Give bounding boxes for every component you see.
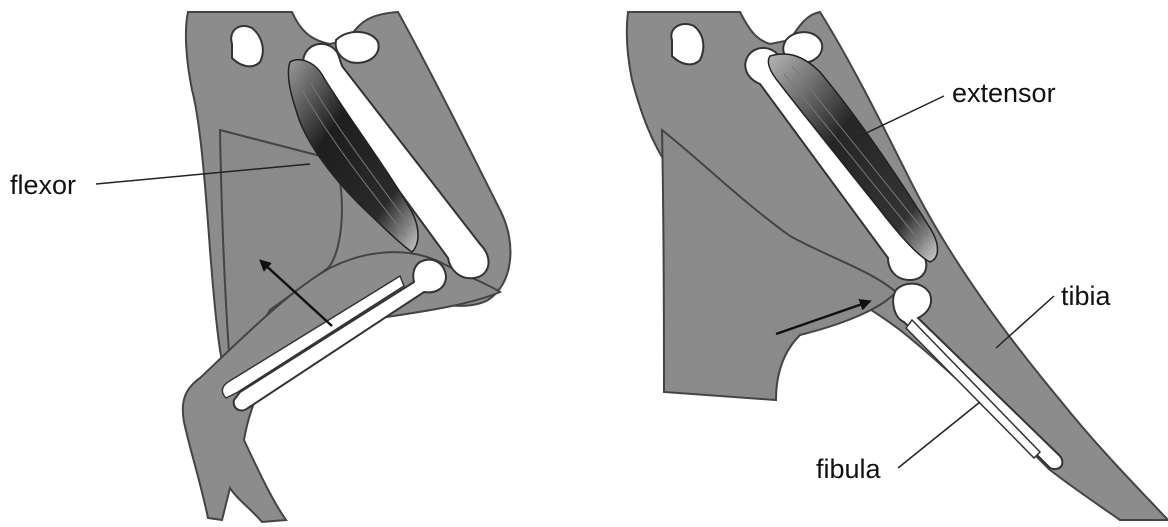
left-leg-figure: [96, 12, 510, 522]
left-hip-bone: [336, 32, 379, 63]
flexor-label: flexor: [10, 172, 76, 199]
extensor-label: extensor: [952, 80, 1056, 107]
fibula-leader-line: [898, 402, 980, 468]
fibula-label: fibula: [816, 456, 881, 483]
tibia-label: tibia: [1061, 283, 1111, 310]
right-leg-figure: [627, 12, 1168, 520]
right-pelvis-bone: [671, 24, 703, 64]
tibia-leader-line: [996, 296, 1054, 348]
